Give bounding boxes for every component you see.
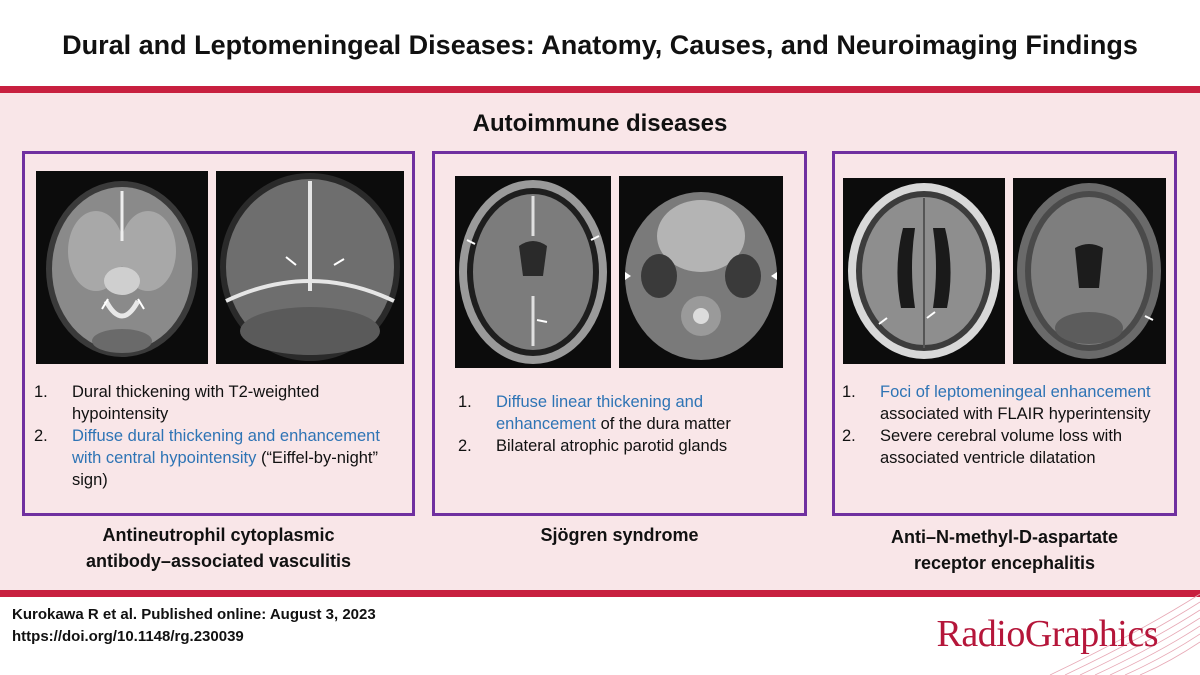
mri-axial-flair-image [1013,178,1166,364]
bottom-divider [0,590,1200,597]
citation: Kurokawa R et al. Published online: Augu… [12,604,376,648]
finding-number: 2. [458,437,472,455]
finding-text: Dural thickening with T2-weighted hypoin… [72,383,320,423]
mri-axial-postcontrast-image [455,176,611,368]
finding-text: Bilateral atrophic parotid glands [496,437,728,455]
finding-text: associated with FLAIR hyperintensity [880,405,1151,423]
top-divider [0,86,1200,93]
section-title: Autoimmune diseases [472,110,728,137]
finding-text-highlight: Diffuse linear thickening and enhancemen… [496,393,703,433]
citation-author-line: Kurokawa R et al. Published online: Augu… [12,606,376,623]
citation-doi-link[interactable]: https://doi.org/10.1148/rg.230039 [12,628,244,645]
mri-axial-t2-image [36,171,208,364]
findings-list-2: 1. Diffuse linear thickening and enhance… [458,391,798,457]
finding-text: of the dura matter [596,415,731,433]
finding-item: 1. Dural thickening with T2-weighted hyp… [34,381,406,425]
findings-list-1: 1. Dural thickening with T2-weighted hyp… [34,381,406,491]
card-caption: Sjögren syndrome [432,522,807,548]
page-title: Dural and Leptomeningeal Diseases: Anato… [62,30,1138,60]
finding-number: 2. [34,427,48,445]
caption-line: antibody–associated vasculitis [85,551,352,571]
finding-text: Severe cerebral volume loss with associa… [880,427,1123,467]
finding-number: 1. [842,383,856,401]
caption-line: Anti–N-methyl-D-aspartate [890,527,1119,547]
mri-axial-parotid-image [619,176,783,368]
caption-line: Sjögren syndrome [540,525,699,545]
finding-item: 2. Bilateral atrophic parotid glands [458,435,798,457]
finding-item: 1. Foci of leptomeningeal enhancement as… [842,381,1174,425]
finding-number: 1. [34,383,48,401]
title-bar: Dural and Leptomeningeal Diseases: Anato… [0,0,1200,88]
finding-item: 2. Severe cerebral volume loss with asso… [842,425,1174,469]
logo-decorative-lines [1049,593,1200,675]
mri-coronal-postcontrast-image [216,171,404,364]
finding-item: 1. Diffuse linear thickening and enhance… [458,391,798,435]
findings-list-3: 1. Foci of leptomeningeal enhancement as… [842,381,1174,469]
finding-number: 1. [458,393,472,411]
card-caption: Antineutrophil cytoplasmic antibody–asso… [22,522,415,574]
finding-text-highlight: Diffuse dural thickening and enhancement… [72,427,380,467]
card-caption: Anti–N-methyl-D-aspartate receptor encep… [832,524,1177,576]
caption-line: receptor encephalitis [913,553,1096,573]
mri-axial-postcontrast-flair-image [843,178,1005,364]
finding-item: 2. Diffuse dural thickening and enhancem… [34,425,406,491]
finding-text: (“Eiffel-by-night” sign) [72,449,379,489]
caption-line: Antineutrophil cytoplasmic [102,525,335,545]
finding-text-highlight: Foci of leptomeningeal enhancement [880,383,1151,401]
radiographics-logo: RadioGraphics [936,613,1159,655]
finding-number: 2. [842,427,856,445]
